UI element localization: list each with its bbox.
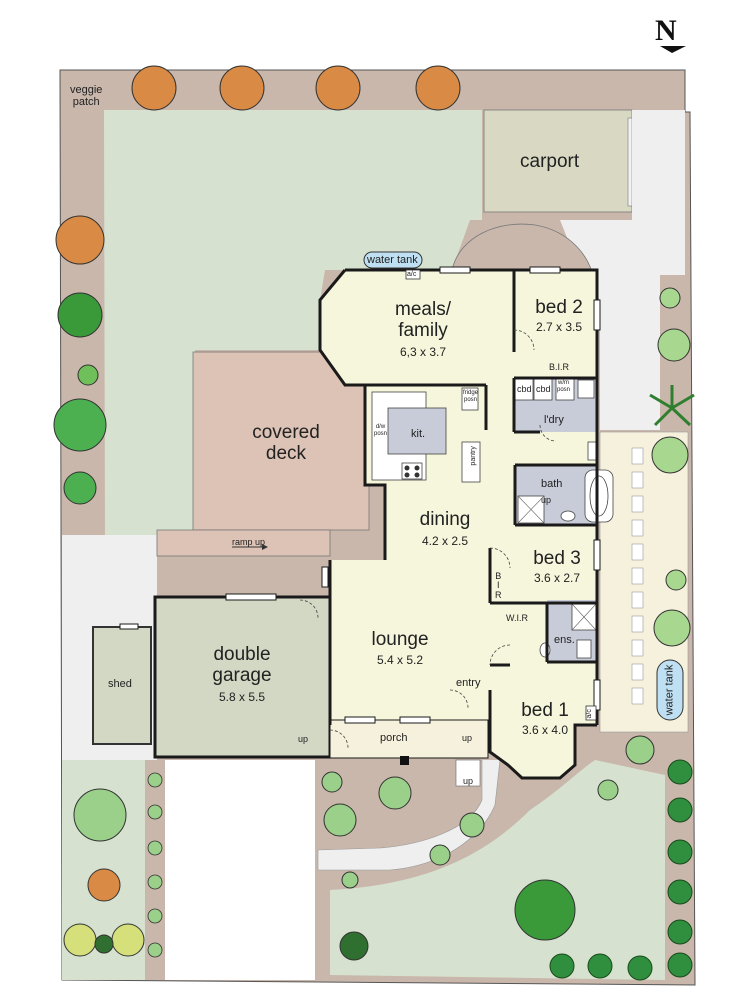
bed-3-dims: 3.6 x 2.7: [533, 571, 581, 585]
veggie-patch-label: veggie patch: [70, 84, 103, 109]
up-porch-label: up: [462, 733, 473, 743]
carport-post: [627, 117, 633, 207]
north-label: N: [655, 14, 677, 47]
bed-1-dims: 3.6 x 4.0: [521, 723, 569, 737]
front-lawn-right: [330, 760, 665, 980]
door-swings: [299, 329, 557, 749]
driveway-right: [560, 110, 685, 430]
garage-label: double garage: [212, 644, 272, 686]
pantry-cupboard: [461, 441, 481, 483]
porch-label: porch: [380, 732, 408, 744]
ensuite-label: ens.: [554, 634, 575, 646]
laundry-label: l'dry: [544, 414, 564, 426]
shrubs-left-path: [147, 772, 163, 958]
trees: [53, 65, 691, 961]
wm-posn-label: w/m posn: [557, 380, 571, 393]
bed-3-label: bed 3: [533, 548, 581, 569]
bir-bed2-label: B.I.R: [549, 362, 570, 372]
carport-area: [483, 109, 633, 213]
driveway-curve: [451, 223, 593, 273]
ramp-label: ramp up: [232, 537, 266, 547]
bath-label: bath: [541, 478, 563, 490]
windows: [119, 266, 601, 724]
bed-2-dims: 2.7 x 3.5: [535, 320, 583, 334]
fridge-posn-label: fridge posn: [463, 390, 479, 403]
entry-label: entry: [456, 677, 481, 689]
hedge-right: [549, 759, 693, 981]
house-walls: [318, 268, 599, 780]
meals-family-label: meals/ family: [395, 299, 451, 341]
kitchen-island: [387, 407, 447, 455]
covered-deck-label: covered deck: [252, 422, 320, 464]
cbd-1-label: cbd: [517, 384, 532, 394]
pantry-label: pantry: [469, 446, 477, 466]
bir-bed3-label: B I R: [495, 571, 502, 600]
cbd-2-label: cbd: [536, 384, 551, 394]
garage-dims: 5.8 x 5.5: [218, 690, 266, 704]
water-tank-top-shape: [363, 251, 423, 269]
up-path-label: up: [463, 776, 474, 786]
wir-label: W.I.R: [506, 613, 528, 623]
up-bath-label: up: [541, 495, 552, 505]
ramp: [156, 529, 331, 557]
bed-1-label: bed 1: [521, 700, 569, 721]
kitchen-label: kit.: [411, 428, 426, 440]
covered-deck-area: [192, 351, 370, 531]
meals-family-dims: 6,3 x 3.7: [399, 345, 447, 359]
dishwasher-posn-label: d/w posn: [374, 424, 388, 437]
carport-label: carport: [520, 151, 580, 172]
north-arrow: [660, 46, 686, 53]
up-garage-label: up: [298, 734, 309, 744]
palm-tree: [649, 385, 695, 427]
cooktop: [401, 462, 423, 480]
shed-label: shed: [108, 678, 132, 690]
stepping-stones: [631, 447, 644, 705]
front-driveway: [165, 760, 315, 980]
bed-2-label: bed 2: [535, 297, 583, 318]
lounge-dims: 5.4 x 5.2: [376, 653, 424, 667]
water-tank-side-shape: [656, 659, 684, 721]
lounge-label: lounge: [371, 629, 429, 650]
back-lawn: [104, 110, 482, 555]
dining-dims: 4.2 x 2.5: [421, 534, 469, 548]
water-tank-side-label: water tank: [663, 664, 676, 716]
water-tank-top-label: water tank: [367, 254, 418, 266]
bathtub: [584, 469, 614, 523]
fridge-posn: [461, 387, 479, 411]
dining-label: dining: [419, 509, 471, 530]
ac-top-label: a/c: [407, 271, 417, 278]
ac-side-label: a/c: [585, 709, 593, 719]
